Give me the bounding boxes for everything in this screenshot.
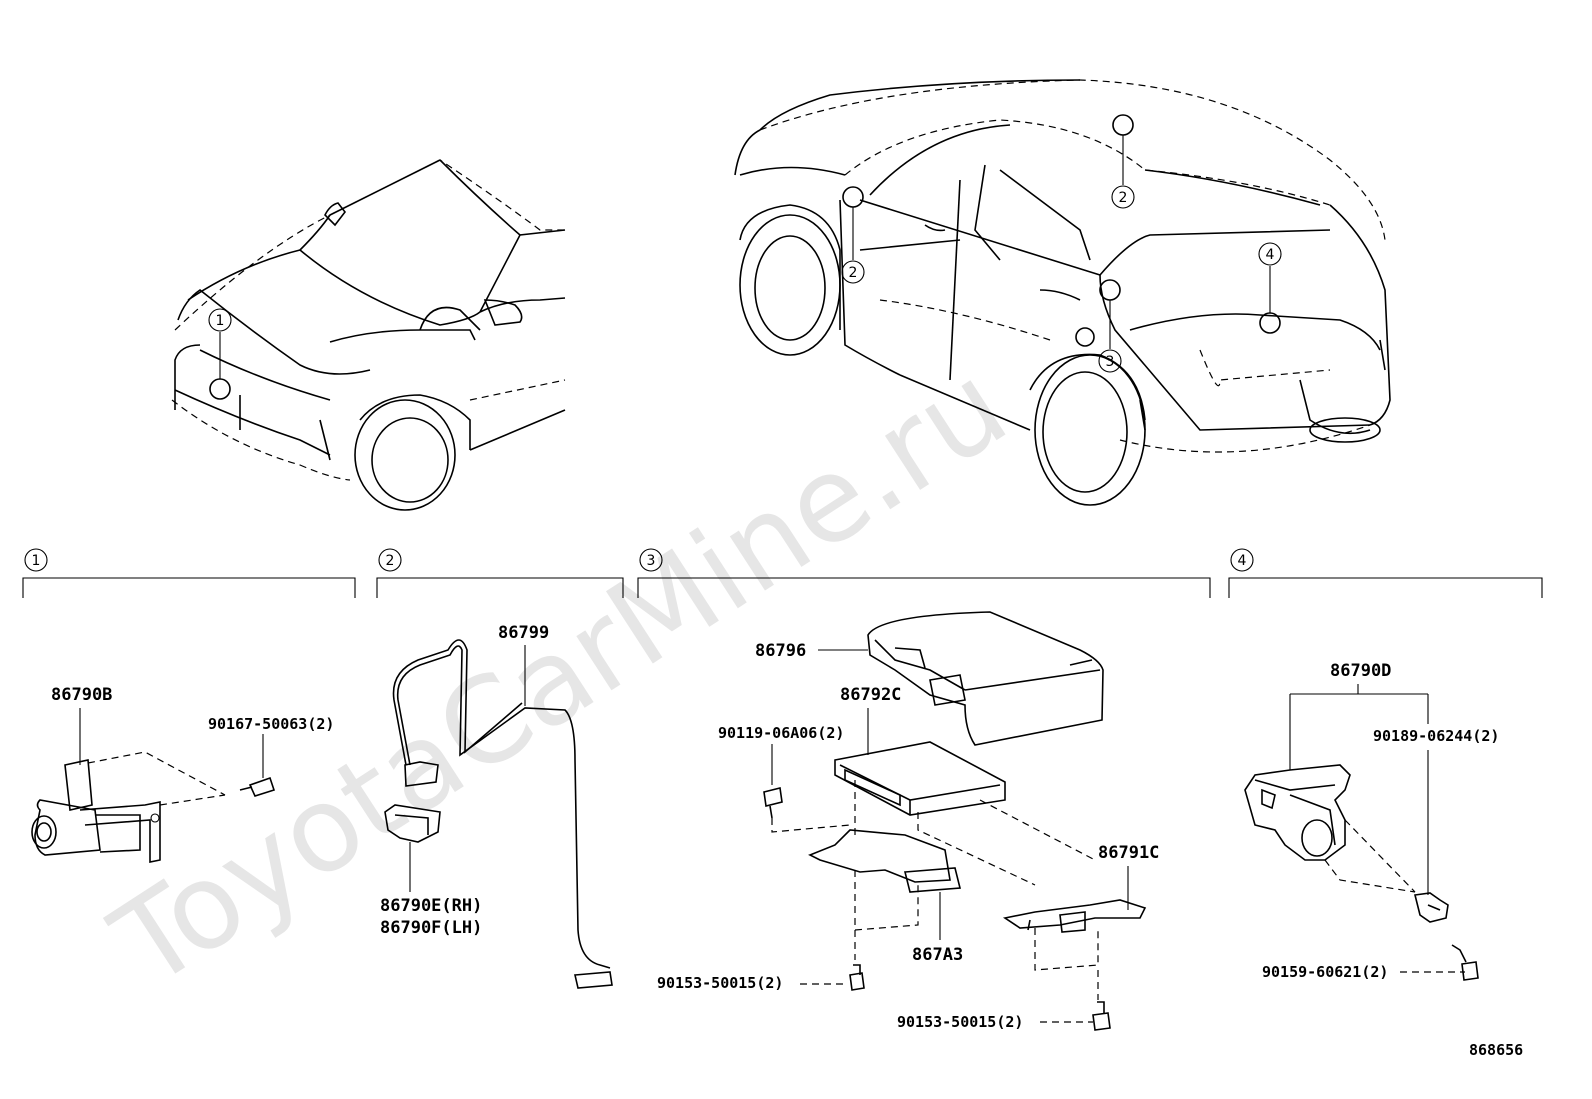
group-1-label: 1 xyxy=(32,553,41,569)
diagram-id: 868656 xyxy=(1469,1041,1523,1059)
watermark: ToyotaCarMine.ru xyxy=(89,336,1030,1014)
part-90119-06A06[interactable]: 90119-06A06(2) xyxy=(718,724,844,742)
callout-3: 3 xyxy=(1106,354,1115,370)
part-86791C[interactable]: 86791C xyxy=(1098,843,1159,863)
part-86790D[interactable]: 86790D xyxy=(1330,661,1391,681)
group-4-parts: 86790D 90189-06244(2) 90159-60621(2) xyxy=(1244,661,1499,981)
group-3-parts: 86796 86792C 90119-06A06(2) 867A3 90153-… xyxy=(657,611,1159,1031)
part-90159-60621[interactable]: 90159-60621(2) xyxy=(1262,963,1388,981)
callout-1-front: 1 xyxy=(216,313,225,329)
group-2-parts: 86799 86790E(RH) 86790F(LH) xyxy=(380,623,613,989)
callout-2-roof: 2 xyxy=(1119,190,1128,206)
part-90189-06244[interactable]: 90189-06244(2) xyxy=(1373,727,1499,745)
rear-car-illustration: 2 2 3 4 xyxy=(734,79,1391,506)
part-86790F-LH[interactable]: 86790F(LH) xyxy=(380,918,482,938)
group-1-parts: 86790B 90167-50063(2) xyxy=(31,685,334,863)
front-car-illustration: 1 xyxy=(171,159,566,511)
part-90153-50015-b[interactable]: 90153-50015(2) xyxy=(897,1013,1023,1031)
group-header-2: 2 xyxy=(376,548,624,598)
part-86799[interactable]: 86799 xyxy=(498,623,549,643)
part-86790E-RH[interactable]: 86790E(RH) xyxy=(380,896,482,916)
group-3-label: 3 xyxy=(647,553,656,569)
group-header-3: 3 xyxy=(637,548,1211,598)
group-2-label: 2 xyxy=(386,553,395,569)
part-86790B[interactable]: 86790B xyxy=(51,685,112,705)
part-867A3[interactable]: 867A3 xyxy=(912,945,963,965)
group-header-1: 1 xyxy=(22,548,356,598)
part-90167-50063[interactable]: 90167-50063(2) xyxy=(208,715,334,733)
group-header-4: 4 xyxy=(1228,548,1543,598)
group-4-label: 4 xyxy=(1238,553,1247,569)
callout-4: 4 xyxy=(1266,247,1275,263)
part-86792C[interactable]: 86792C xyxy=(840,685,901,705)
part-86796[interactable]: 86796 xyxy=(755,641,806,661)
part-90153-50015-a[interactable]: 90153-50015(2) xyxy=(657,974,783,992)
callout-2-pillar: 2 xyxy=(849,265,858,281)
